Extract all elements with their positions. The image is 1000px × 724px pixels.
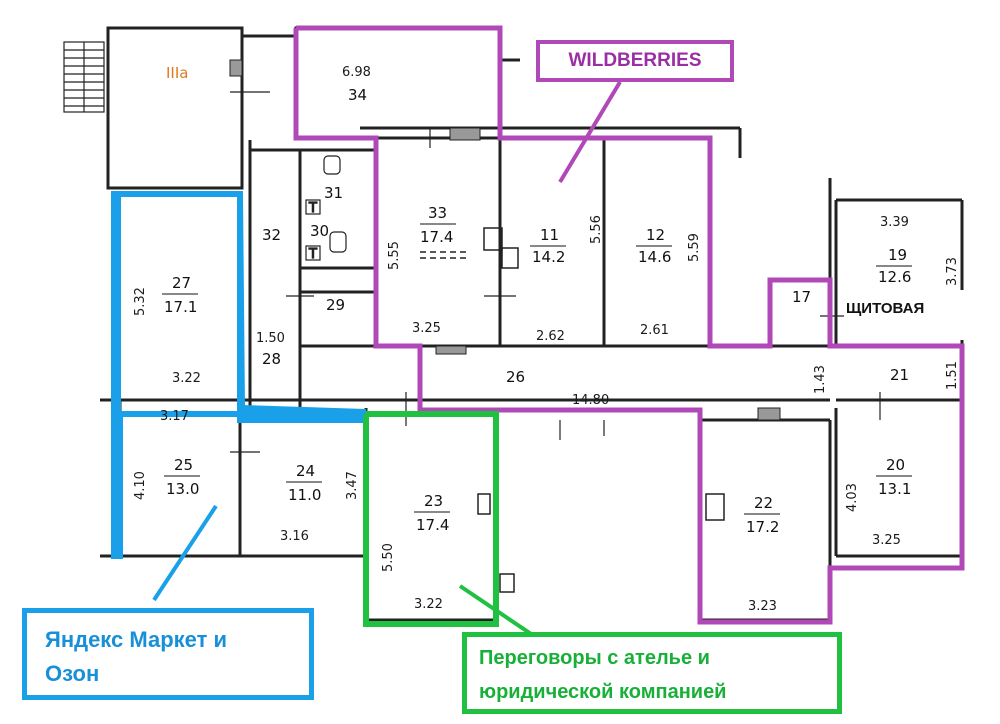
room-27-area: 17.1 — [164, 298, 197, 316]
dim-5-55: 5.55 — [387, 241, 402, 270]
dim-3-73: 3.73 — [945, 257, 960, 286]
room-34-number: 34 — [348, 86, 367, 104]
walls — [100, 26, 964, 622]
dim-1-50: 1.50 — [256, 331, 285, 346]
room-24-area: 11.0 — [288, 486, 321, 504]
wildberries-callout: WILDBERRIES — [536, 40, 734, 82]
section-label: IIIa — [166, 64, 188, 82]
room-26-number: 26 — [506, 368, 525, 386]
negotiations-outline — [363, 411, 499, 627]
room-12-number: 12 — [646, 226, 665, 244]
room-22-area: 17.2 — [746, 518, 779, 536]
toilets: T T — [305, 155, 347, 263]
negotiations-callout: Переговоры с ателье и юридической компан… — [462, 632, 842, 714]
staircase — [63, 41, 105, 113]
dim-1-51: 1.51 — [945, 361, 960, 390]
room-25-number: 25 — [174, 456, 193, 474]
room-11-area: 14.2 — [532, 248, 565, 266]
toilet-mark-1: T — [308, 201, 317, 216]
room-27-number: 27 — [172, 274, 191, 292]
room-23-number: 23 — [424, 492, 443, 510]
wildberries-pointer — [558, 80, 622, 184]
wildberries-outline — [293, 25, 965, 625]
room-32-number: 32 — [262, 226, 281, 244]
dim-2-62: 2.62 — [536, 329, 565, 344]
room-labels: 6.98 34 33 17.4 11 14.2 12 14.6 19 12.6 … — [162, 65, 912, 536]
room-12-area: 14.6 — [638, 248, 671, 266]
room-30-number: 30 — [310, 222, 329, 240]
yandex-line-1: Яндекс Маркет и — [45, 627, 228, 652]
dim-3-23: 3.23 — [748, 599, 777, 614]
room-21-number: 21 — [890, 366, 909, 384]
dim-14-80: 14.80 — [572, 393, 609, 408]
dim-2-61: 2.61 — [640, 323, 669, 338]
dim-3-17: 3.17 — [160, 409, 189, 424]
room-17-number: 17 — [792, 288, 811, 306]
room-20-area: 13.1 — [878, 480, 911, 498]
dim-4-10: 4.10 — [133, 471, 148, 500]
dim-3-22-b: 3.22 — [414, 597, 443, 612]
negotiations-line-2: юридической компанией — [479, 681, 727, 703]
room-20-number: 20 — [886, 456, 905, 474]
dim-5-32: 5.32 — [133, 287, 148, 316]
dim-3-25-b: 3.25 — [872, 533, 901, 548]
fixtures — [420, 227, 725, 593]
room-22-number: 22 — [754, 494, 773, 512]
dim-3-47: 3.47 — [345, 471, 360, 500]
dim-3-16: 3.16 — [280, 529, 309, 544]
dim-5-50: 5.50 — [381, 543, 396, 572]
room-24-number: 24 — [296, 462, 315, 480]
yandex-ozon-callout: Яндекс Маркет и Озон — [22, 608, 314, 700]
shchitovaya-label: ЩИТОВАЯ — [846, 300, 925, 317]
room-34-area: 6.98 — [342, 65, 371, 80]
wildberries-text: WILDBERRIES — [568, 50, 702, 71]
hatched-segments — [229, 59, 781, 421]
dim-5-59: 5.59 — [687, 233, 702, 262]
yandex-pointer — [152, 504, 218, 602]
dim-4-03: 4.03 — [845, 483, 860, 512]
room-28-number: 28 — [262, 350, 281, 368]
dim-3-25-a: 3.25 — [412, 321, 441, 336]
dimension-labels: 5.55 5.56 5.59 3.39 3.73 5.32 1.50 3.22 … — [133, 215, 960, 614]
dim-5-56: 5.56 — [589, 215, 604, 244]
room-33-number: 33 — [428, 204, 447, 222]
room-19-area: 12.6 — [878, 268, 911, 286]
room-31-number: 31 — [324, 184, 343, 202]
room-33-area: 17.4 — [420, 228, 453, 246]
toilet-mark-2: T — [308, 247, 317, 262]
room-25-area: 13.0 — [166, 480, 199, 498]
yandex-line-2: Озон — [45, 661, 100, 686]
dim-1-43: 1.43 — [813, 365, 828, 394]
dim-3-39: 3.39 — [880, 215, 909, 230]
room-19-number: 19 — [888, 246, 907, 264]
negotiations-line-1: Переговоры с ателье и — [479, 647, 710, 669]
room-11-number: 11 — [540, 226, 559, 244]
dim-3-22-a: 3.22 — [172, 371, 201, 386]
room-23-area: 17.4 — [416, 516, 449, 534]
yandex-outline-main — [120, 191, 367, 415]
negotiations-pointer — [458, 584, 542, 642]
room-29-number: 29 — [326, 296, 345, 314]
